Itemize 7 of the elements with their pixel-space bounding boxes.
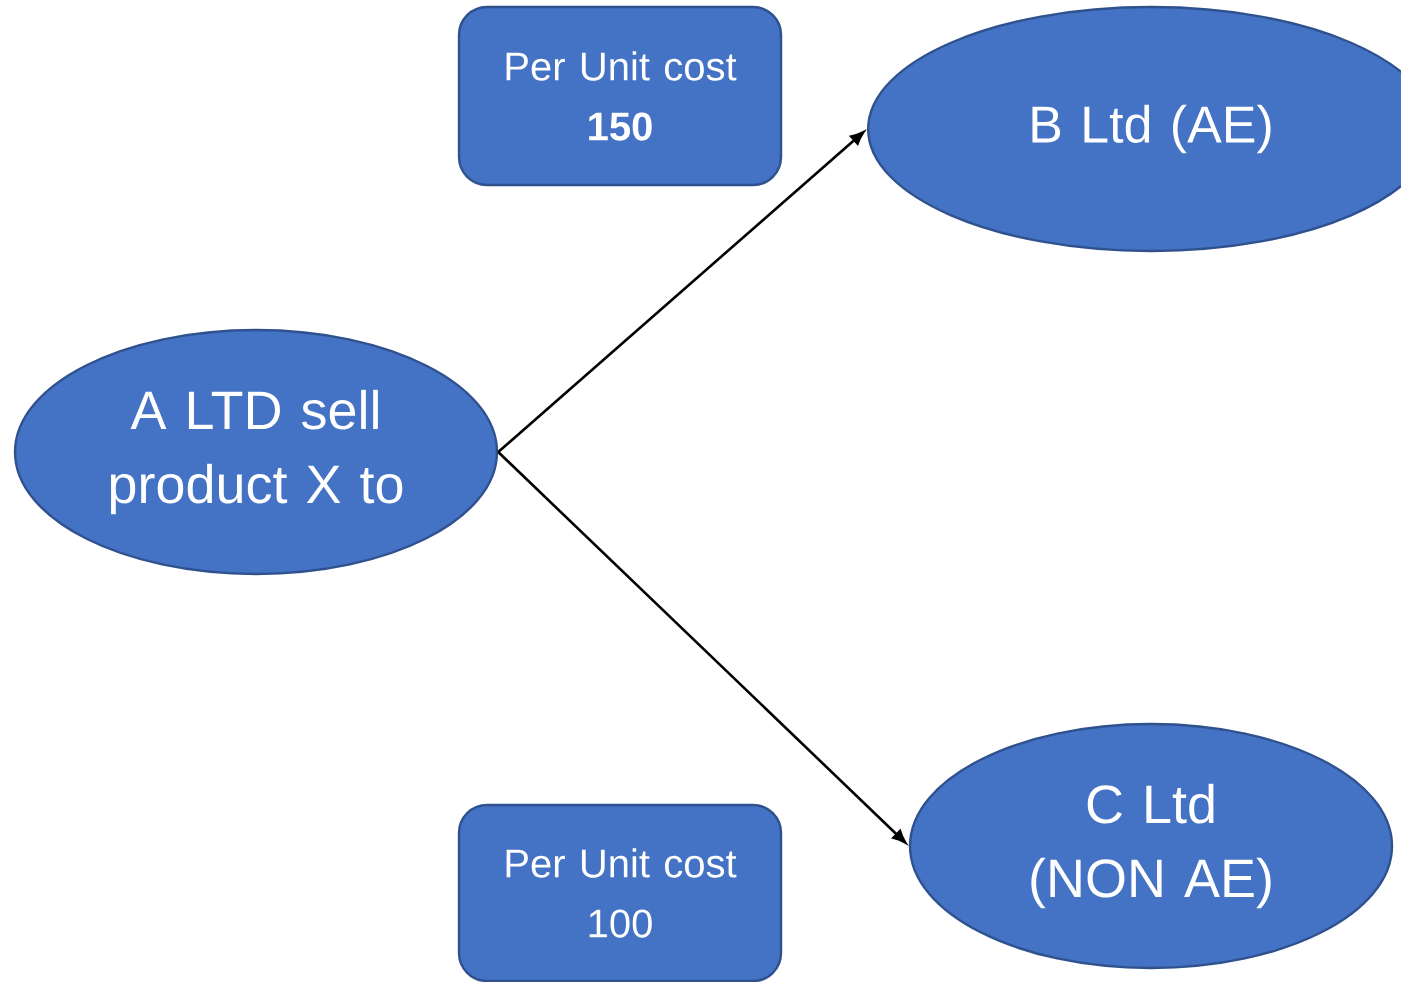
rounded-box: Per Unit cost 100 [457, 803, 783, 982]
ellipse-node: C Ltd (NON AE) [908, 722, 1394, 970]
ellipse-node: A LTD sell product X to [13, 328, 499, 576]
arrow [497, 451, 907, 844]
ellipse-node: B Ltd (AE) [866, 5, 1401, 253]
arrow [497, 131, 865, 453]
rounded-box: Per Unit cost 150 [457, 5, 783, 187]
